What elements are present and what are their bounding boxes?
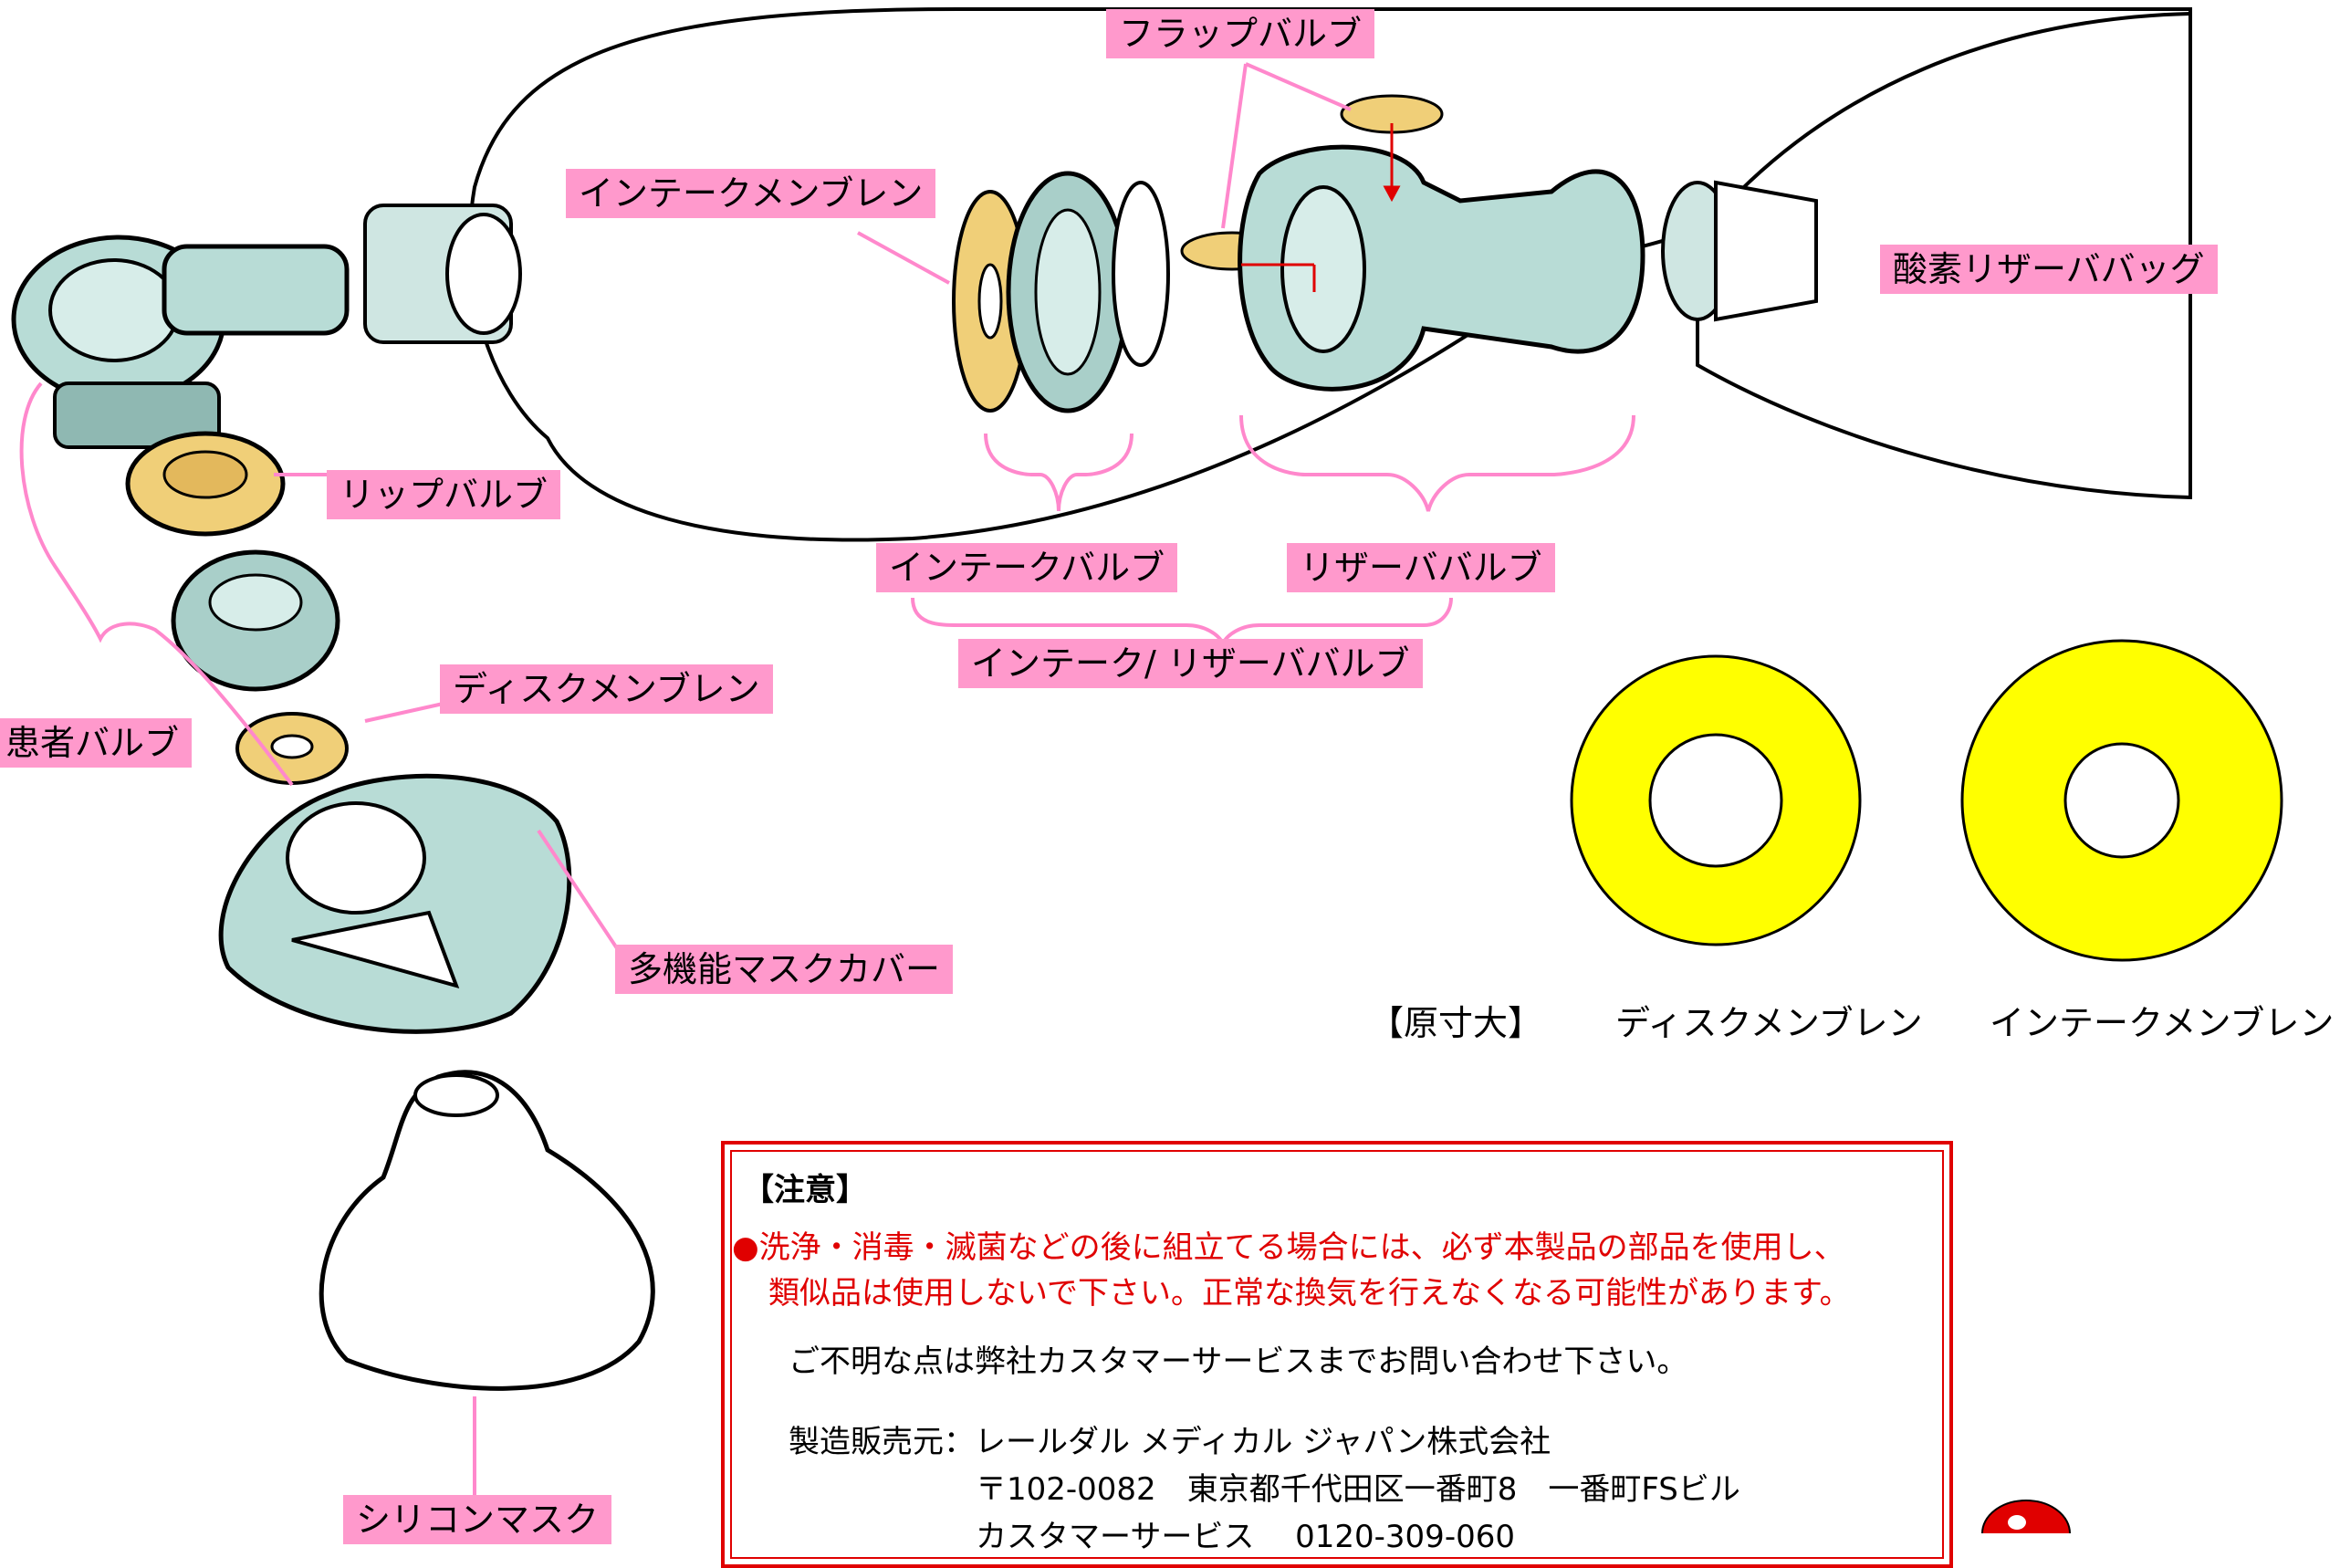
label-reservoir-valve: リザーババルブ xyxy=(1287,543,1555,592)
label-flap-valve: フラップバルブ xyxy=(1106,9,1375,58)
intake-valve-brace xyxy=(984,433,1133,512)
reservoir-valve-brace xyxy=(1239,414,1635,512)
label-intake-membrane: インテークメンブレン xyxy=(566,169,936,218)
actual-size-intake-label: インテークメンブレン xyxy=(1990,1003,2335,1043)
notice-warning-line2: 類似品は使用しないで下さい。正常な換気を行えなくなる可能性があります。 xyxy=(768,1275,1851,1312)
intake-reservoir-brace xyxy=(911,597,1453,648)
notice-manufacturer: 製造販売元：レールダル メディカル ジャパン株式会社 xyxy=(789,1424,1551,1460)
silicone-mask-part xyxy=(319,1070,655,1391)
notice-customer-service: カスタマーサービス 0120-309-060 xyxy=(976,1519,1515,1555)
notice-manufacturer-block: 製造販売元：レールダル メディカル ジャパン株式会社 〒102-0082 東京都… xyxy=(789,1418,1740,1561)
notice-warning: ●洗浄・消毒・滅菌などの後に組立てる場合には、必ず本製品の部品を使用し、 類似品… xyxy=(732,1225,1851,1316)
notice-inquiry: ご不明な点は弊社カスタマーサービスまでお問い合わせ下さい。 xyxy=(789,1343,1688,1380)
notice-title: 【注意】 xyxy=(743,1172,867,1208)
label-lip-valve: リップバルブ xyxy=(327,470,561,519)
patient-valve-elbow xyxy=(162,244,350,336)
label-intake-valve: インテークバルブ xyxy=(876,543,1178,592)
label-multi-mask-cover: 多機能マスクカバー xyxy=(615,945,954,994)
label-intake-reservoir-valve: インテーク/ リザーババルブ xyxy=(958,639,1423,688)
actual-size-tag: 【原寸大】 xyxy=(1369,1003,1543,1043)
actual-size-disk-label: ディスクメンブレン xyxy=(1615,1003,1923,1043)
label-disk-membrane: ディスクメンブレン xyxy=(440,664,773,714)
bag-opening xyxy=(445,213,522,335)
caution-notice-box: 【注意】 ●洗浄・消毒・滅菌などの後に組立てる場合には、必ず本製品の部品を使用し… xyxy=(721,1141,1953,1568)
label-oxygen-reservoir-bag: 酸素リザーババッグ xyxy=(1880,245,2218,294)
label-silicone-mask: シリコンマスク xyxy=(343,1495,612,1544)
notice-warning-line1: ●洗浄・消毒・滅菌などの後に組立てる場合には、必ず本製品の部品を使用し、 xyxy=(732,1229,1845,1266)
mascot-icon xyxy=(1981,1500,2071,1533)
label-patient-valve: 患者バルブ xyxy=(0,718,193,768)
notice-address: 〒102-0082 東京都千代田区一番町8 一番町FSビル xyxy=(976,1471,1740,1508)
exploded-parts-diagram xyxy=(11,6,2283,1497)
patient-valve-brace xyxy=(19,382,294,787)
flap-flow-arrows xyxy=(1241,123,1401,292)
